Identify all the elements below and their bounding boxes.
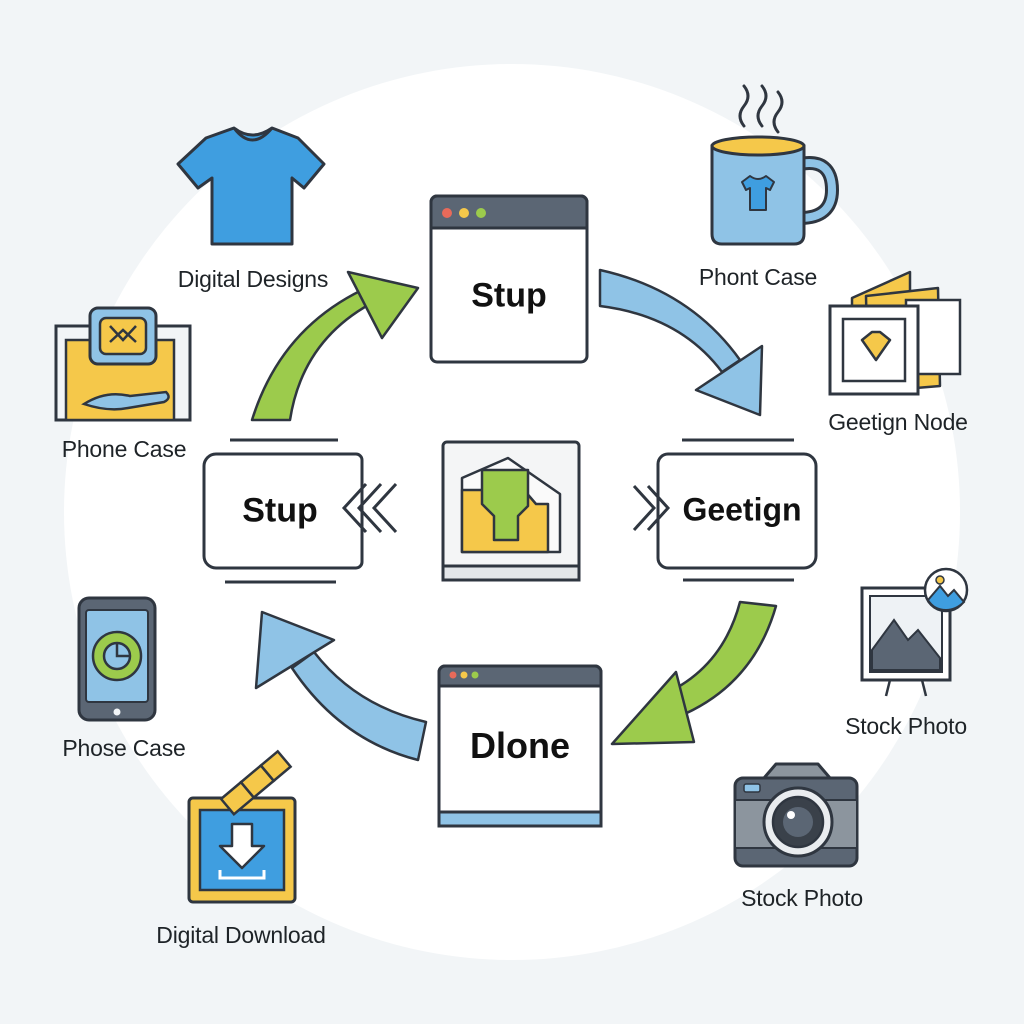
cycle-arrow-green-bottom [610, 600, 778, 746]
box-right [656, 438, 818, 582]
center-envelope-icon [441, 440, 581, 582]
smartphone-icon [77, 596, 157, 722]
window-top [429, 194, 589, 364]
monitor-hand-icon [54, 306, 192, 422]
item-label-phone-case: Phone Case [61, 436, 187, 462]
chevrons-left [341, 482, 398, 534]
cycle-arrow-blue-left [254, 610, 428, 762]
cycle-arrow-blue-right [598, 268, 764, 417]
item-label-stock-photo-2: Stock Photo [741, 885, 863, 911]
mug-icon [710, 84, 840, 246]
item-label-geetign-node: Geetign Node [828, 409, 968, 435]
picture-frame-icon [860, 567, 969, 697]
node-bottom-label: Dlone [469, 725, 571, 766]
t-shirt-icon [176, 126, 326, 246]
item-label-digital-designs: Digital Designs [177, 266, 329, 292]
item-label-phont-case: Phont Case [698, 264, 818, 290]
item-label-digital-download: Digital Download [156, 922, 326, 948]
chevrons-right [632, 484, 671, 532]
download-box-icon [187, 749, 297, 904]
node-left-label: Stup [242, 491, 318, 530]
folder-gem-icon [828, 270, 962, 396]
node-top-label: Stup [471, 276, 547, 315]
item-label-stock-photo-1: Stock Photo [845, 713, 967, 739]
cycle-arrow-green-top [250, 270, 420, 422]
item-label-phose-case: Phose Case [62, 735, 186, 761]
box-left [202, 438, 364, 584]
camera-icon [733, 762, 859, 868]
node-right-label: Geetign [682, 491, 802, 528]
window-bottom [437, 664, 603, 828]
